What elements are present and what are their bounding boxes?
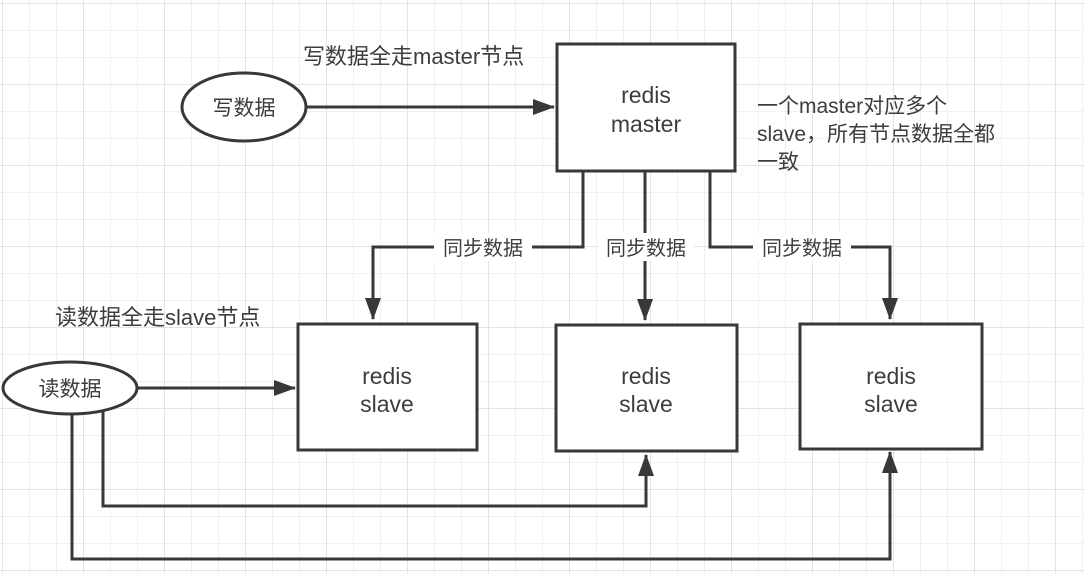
edge-read-to-slave2	[101, 410, 654, 508]
read-source-ellipse	[1, 360, 139, 416]
consistency-note-line2: slave，所有节点数据全都	[757, 123, 995, 146]
slave1-node-box	[296, 322, 479, 452]
slave2-node-box	[554, 323, 739, 453]
sync-label-slave1: 同步数据	[443, 237, 523, 260]
read-note: 读数据全走slave节点	[55, 305, 260, 330]
slave1-node-label-line2: slave	[360, 391, 414, 417]
master-node-label-line1: redis	[621, 82, 671, 108]
sync-label-slave2: 同步数据	[606, 237, 686, 260]
write-note: 写数据全走master节点	[303, 44, 524, 69]
slave2-node-label-line1: redis	[621, 363, 671, 389]
sync-label1-bg	[434, 234, 532, 261]
slave3-node-box	[798, 322, 984, 451]
sync-label2-bg	[598, 233, 694, 261]
slave3-node-label-line2: slave	[864, 391, 918, 417]
master-node-label-line2: master	[611, 111, 682, 137]
sync-label-slave3: 同步数据	[762, 237, 842, 260]
slave3-node-label-line1: redis	[866, 363, 916, 389]
read-source-label: 读数据	[39, 378, 102, 401]
sync-label3-bg	[753, 234, 851, 261]
slave2-node-label-line2: slave	[619, 391, 673, 417]
consistency-note-line1: 一个master对应多个	[757, 95, 947, 118]
master-node-box	[555, 42, 737, 173]
write-source-label: 写数据	[213, 97, 276, 120]
slave1-node-label-line1: redis	[362, 363, 412, 389]
write-source-ellipse	[180, 71, 308, 143]
edge-read-to-slave3	[70, 411, 898, 561]
consistency-note-line3: 一致	[757, 151, 799, 174]
